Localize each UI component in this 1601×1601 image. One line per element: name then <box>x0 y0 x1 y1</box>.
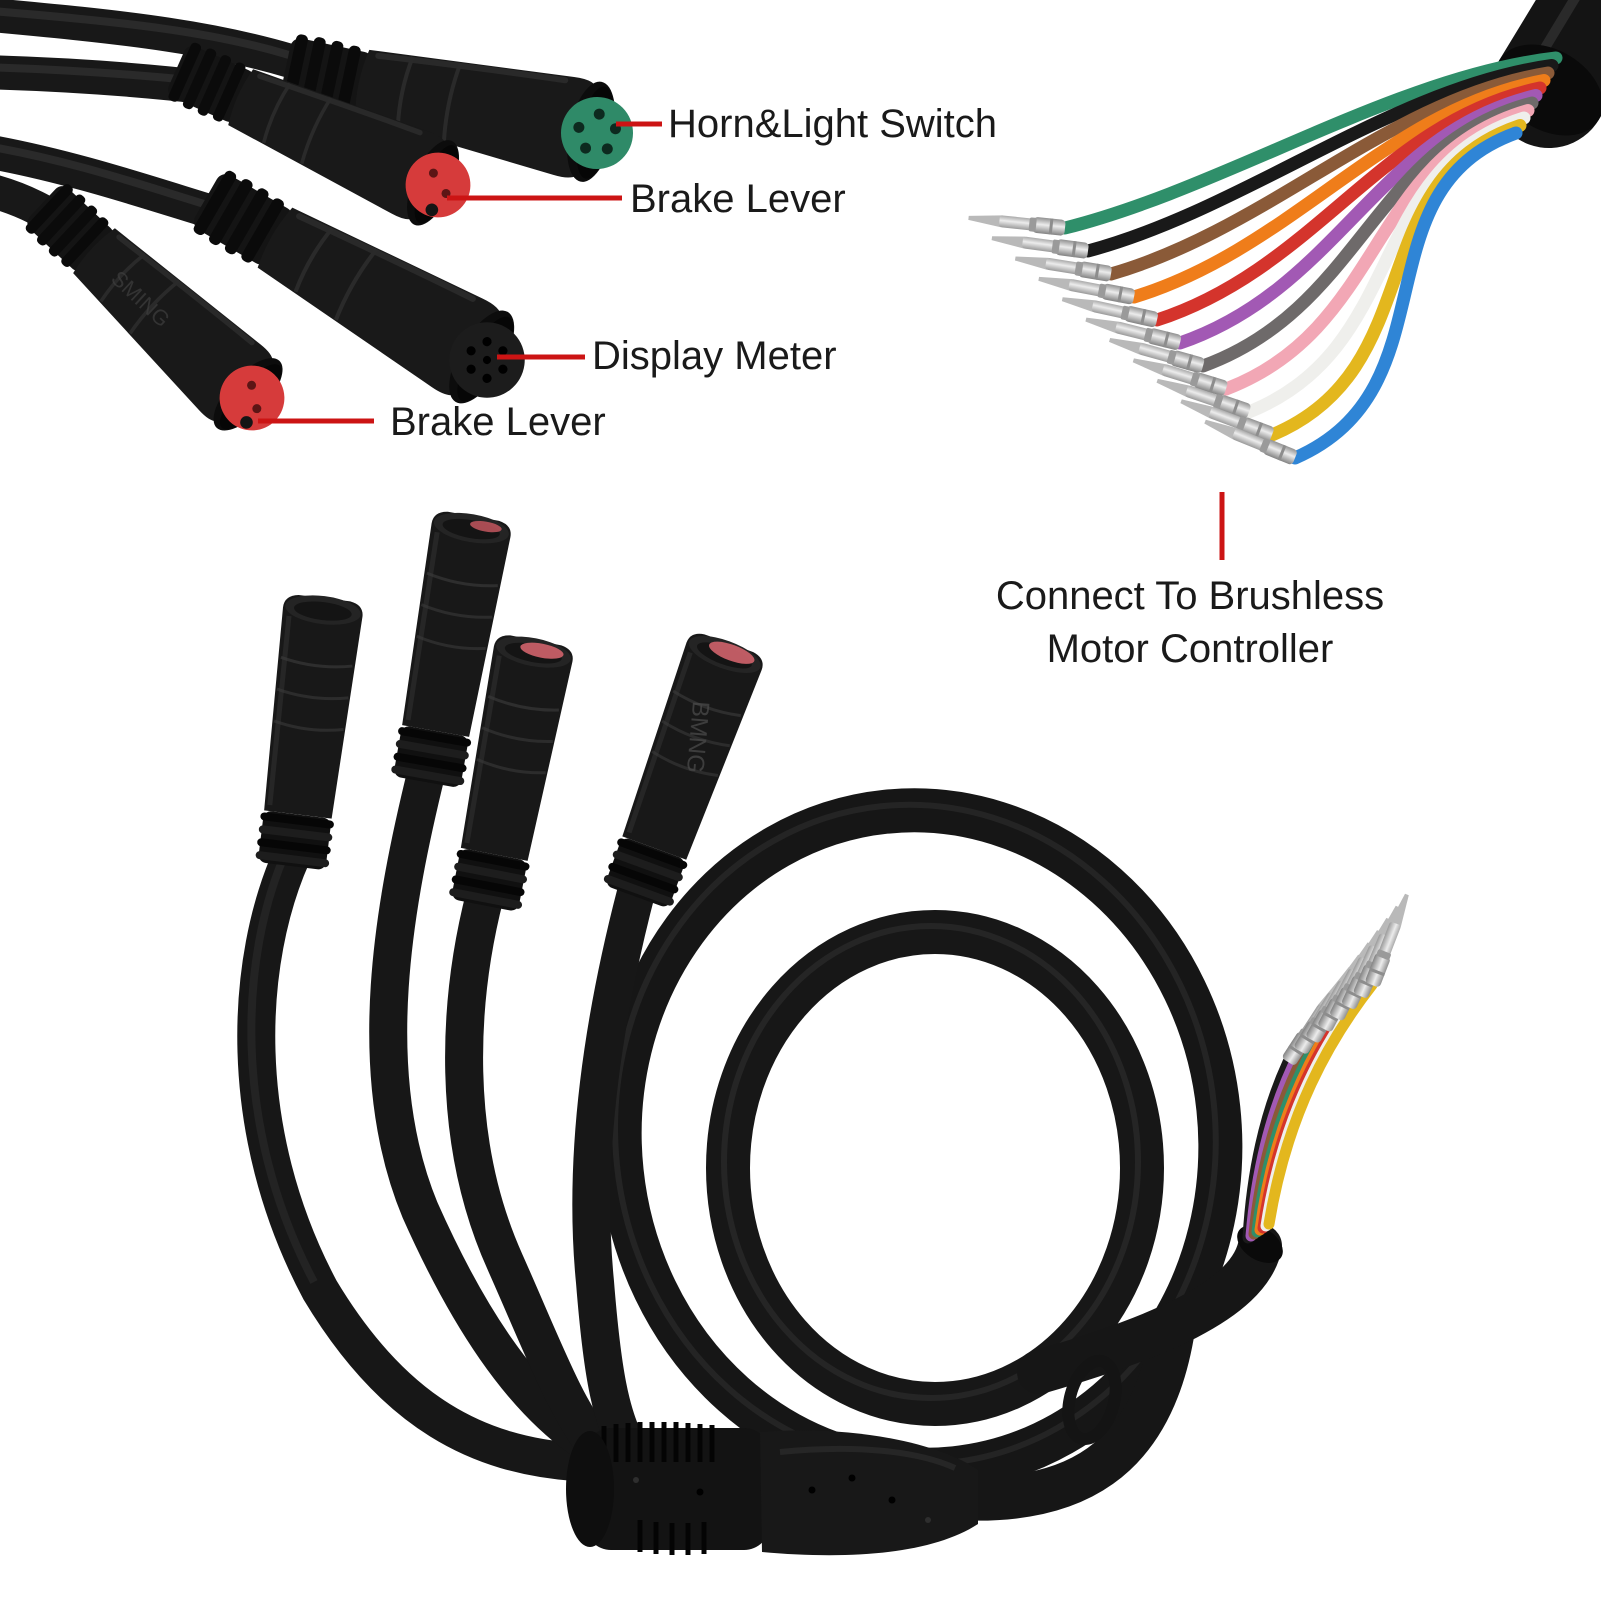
horn-light-switch-label: Horn&Light Switch <box>668 102 998 146</box>
pigtail-end <box>1237 890 1416 1263</box>
connector-horn-light-switch <box>275 17 633 190</box>
motor-controller-label-line1: Connect To Brushless <box>995 574 1385 618</box>
controller-wires <box>1058 51 1563 465</box>
pigtail-wires <box>1242 979 1378 1244</box>
controller-wire-red <box>1150 81 1547 327</box>
main-cable-coil-to-pigtail <box>1017 1224 1282 1394</box>
controller-wire-gray <box>1196 96 1539 373</box>
terminal-pin <box>966 208 1068 238</box>
pigtail-terminal-pins <box>1279 890 1416 1068</box>
branch-cable-4 <box>572 866 657 1467</box>
controller-cable-assembly <box>966 0 1601 467</box>
cable-horn-light-switch <box>0 0 341 89</box>
terminal-pin <box>989 228 1091 261</box>
branch-connector-1 <box>252 591 365 871</box>
embossed-brand-text: BMNG <box>681 700 714 774</box>
controller-wire-green <box>1058 51 1563 235</box>
display-meter-label: Display Meter <box>592 334 837 378</box>
connector-display-meter <box>180 153 546 424</box>
horn-light-switch-face <box>561 97 633 169</box>
branch-connector-2 <box>387 507 513 789</box>
connector-brake-lever-top <box>158 27 486 240</box>
cable-retainer-loop <box>1062 1354 1122 1446</box>
branch-cables <box>237 751 657 1481</box>
branch-cable-1 <box>237 836 594 1481</box>
connector-cables-top-left <box>0 0 341 245</box>
controller-wire-blue <box>1288 126 1523 465</box>
callout-lines <box>258 121 1225 560</box>
motor-controller-label-line2: Motor Controller <box>1046 627 1334 671</box>
connector-brake-lever-bottom: SMING <box>11 169 307 453</box>
main-cable-coil-inner <box>706 910 1164 1426</box>
branch-connector-3 <box>445 631 575 913</box>
connector-red-face-hint <box>520 642 564 659</box>
connector-red-face-hint <box>470 520 502 533</box>
branch-connector-4: BMNG <box>599 628 767 911</box>
motor-controller-label: Connect To Brushless Motor Controller <box>985 570 1395 676</box>
controller-wire-orange <box>1127 74 1551 304</box>
branch-cable-2 <box>369 751 599 1457</box>
controller-wire-brown <box>1104 66 1555 281</box>
controller-wire-purple <box>1173 89 1543 350</box>
brake-lever-top-face <box>405 152 471 218</box>
branch-cable-3 <box>445 876 619 1471</box>
main-cable-junction-to-coil <box>933 1313 1194 1521</box>
brake-lever-bottom-label: Brake Lever <box>390 400 606 444</box>
brake-lever-top-label: Brake Lever <box>630 177 846 221</box>
harness-photo: BMNG <box>237 507 1416 1556</box>
controller-wire-black <box>1081 59 1559 258</box>
junction-splitter <box>566 1422 978 1556</box>
connector-red-face-hint <box>709 641 755 664</box>
brake-lever-bottom-face <box>219 365 285 431</box>
